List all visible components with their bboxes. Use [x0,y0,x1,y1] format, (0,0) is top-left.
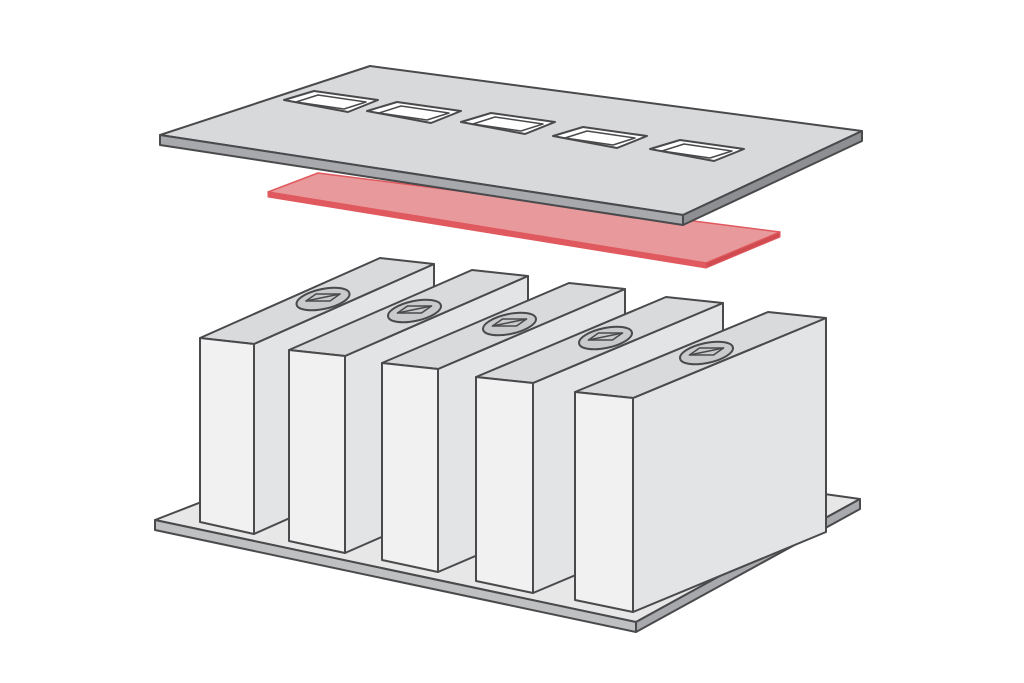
cell-3-vent-line [491,318,528,327]
cell-5 [574,311,827,613]
top-cover-slots [283,90,745,162]
cover-slot-inner-4 [564,130,636,146]
cell-3-front [381,362,439,573]
cell-1-front [199,337,255,535]
cover-slot-inner-1 [295,94,367,110]
top-cover-right-edge [682,130,863,226]
cover-slot-inner-5 [661,143,733,159]
cover-slot-5 [649,139,745,162]
cover-slot-inner-3 [472,116,544,132]
cover-slot-1 [283,90,379,113]
cell-4-front [475,376,534,594]
cover-slot-inner-2 [378,105,450,121]
cover-slot-4 [552,126,648,149]
top-cover [159,65,863,226]
cell-2-front [288,349,346,554]
cell-4-vent-line [587,332,624,341]
cover-slot-2 [366,101,462,124]
cell-5-front [574,391,634,613]
cells [199,257,827,613]
cell-1-vent-line [305,293,341,302]
insulation-sheet-right-edge [705,231,781,269]
insulation-sheet [267,172,781,269]
cell-2-vent-line [396,305,433,314]
cover-slot-3 [460,112,556,135]
cell-5-vent-line [688,347,725,356]
